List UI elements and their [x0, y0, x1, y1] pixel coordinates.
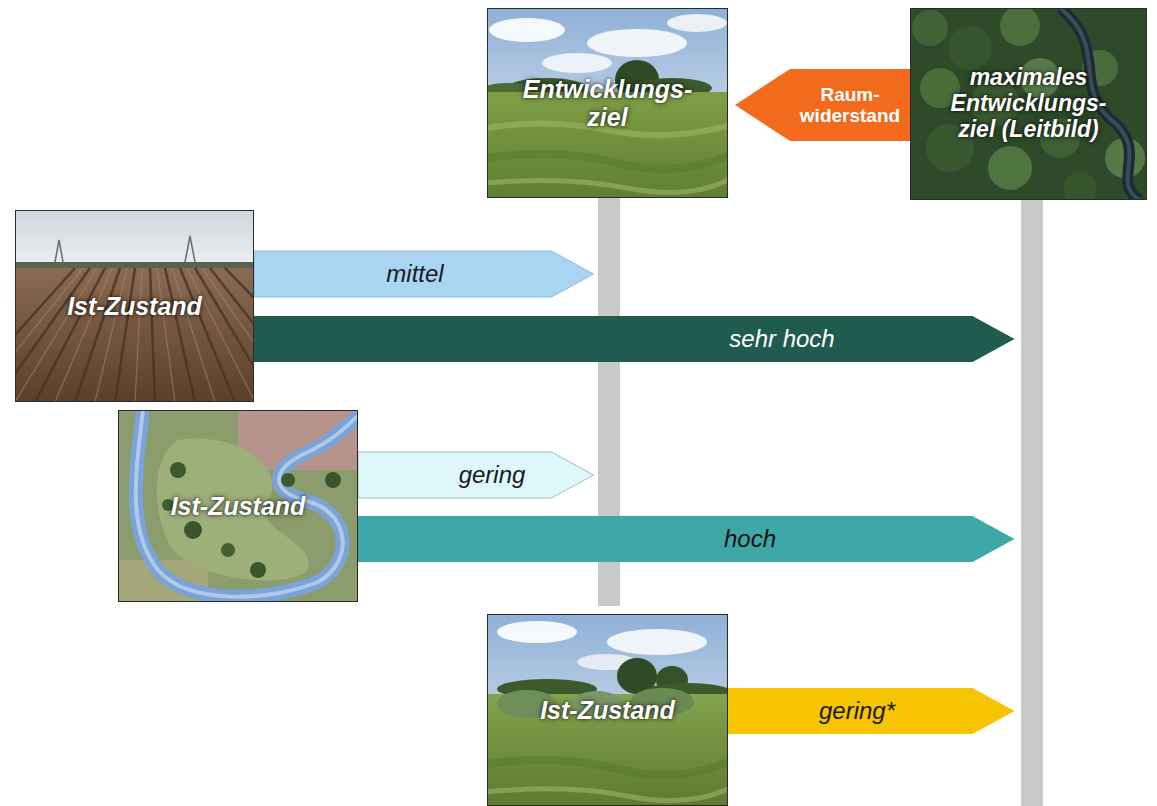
effort-arrow [254, 316, 1015, 362]
photo-detail [15, 268, 97, 402]
photo-detail [1064, 172, 1096, 200]
photo-detail [487, 8, 728, 198]
node-title: Ist-Zustand [171, 492, 306, 520]
photo-detail [172, 268, 215, 402]
photo-detail [15, 268, 83, 402]
node-title: Ist-Zustand [67, 292, 202, 320]
target-bar [1021, 198, 1043, 806]
photo-detail [15, 210, 254, 270]
photo-detail [35, 268, 105, 402]
photo-detail [170, 462, 186, 478]
photo-detail [948, 26, 992, 70]
photo-detail [607, 629, 707, 655]
target-photo-box: Entwicklungs- ziel [487, 8, 728, 198]
photo-detail [15, 268, 254, 402]
edge-label: sehr hoch [729, 326, 834, 353]
photo-detail [487, 760, 728, 775]
photo-detail [487, 180, 728, 193]
node-title: Ist-Zustand [540, 696, 675, 724]
effort-arrow [254, 251, 594, 297]
photo-detail [55, 268, 112, 402]
edge-label: hoch [724, 526, 776, 553]
effort-arrow [728, 688, 1015, 734]
photo-detail [221, 543, 235, 557]
photo-detail [115, 268, 135, 402]
resistance-arrow [735, 69, 910, 141]
photo-detail [202, 268, 254, 402]
photo-detail [487, 789, 728, 801]
photo-detail [165, 268, 195, 402]
current-state-photo-box: Ist-Zustand [487, 614, 728, 806]
effort-arrow [358, 516, 1015, 562]
current-state-photo-box: Ist-Zustand [15, 210, 254, 402]
edge-label: gering* [819, 698, 895, 725]
photo-detail [281, 473, 295, 487]
photo-detail [55, 236, 195, 262]
node-title: maximales Entwicklungs- ziel (Leitbild) [951, 65, 1107, 142]
photo-detail [487, 614, 728, 806]
photo-detail [988, 146, 1032, 190]
photo-detail [325, 472, 341, 488]
photo-detail [587, 29, 687, 57]
photo-detail [118, 410, 358, 602]
photo-detail [75, 268, 120, 402]
photo-detail [136, 410, 358, 597]
photo-detail [187, 268, 254, 402]
photo-detail [135, 268, 142, 402]
photo-detail [15, 268, 254, 402]
edge-label: gering [459, 462, 526, 489]
effort-arrow [358, 452, 594, 498]
photo-detail [250, 562, 266, 578]
photo-detail [157, 268, 175, 402]
photo-detail [184, 521, 202, 539]
guiding-image-photo-box: maximales Entwicklungs- ziel (Leitbild) [910, 8, 1147, 200]
photo-detail [667, 14, 727, 32]
photo-detail [912, 10, 948, 46]
photo-detail [542, 53, 612, 73]
photo-detail [225, 268, 254, 402]
node-title: Entwicklungs- ziel [523, 75, 692, 131]
edge-label: mittel [386, 261, 443, 288]
photo-detail [95, 268, 127, 402]
current-state-photo-box: Ist-Zustand [118, 410, 358, 602]
photo-detail [489, 18, 565, 42]
photo-detail [487, 154, 728, 169]
photo-detail [136, 410, 358, 597]
photo-detail [150, 268, 155, 402]
photo-detail [15, 268, 90, 402]
photo-detail [1000, 8, 1040, 46]
edge-label: Raum- widerstand [800, 84, 900, 127]
photo-detail [497, 621, 577, 643]
photo-detail [15, 268, 254, 402]
